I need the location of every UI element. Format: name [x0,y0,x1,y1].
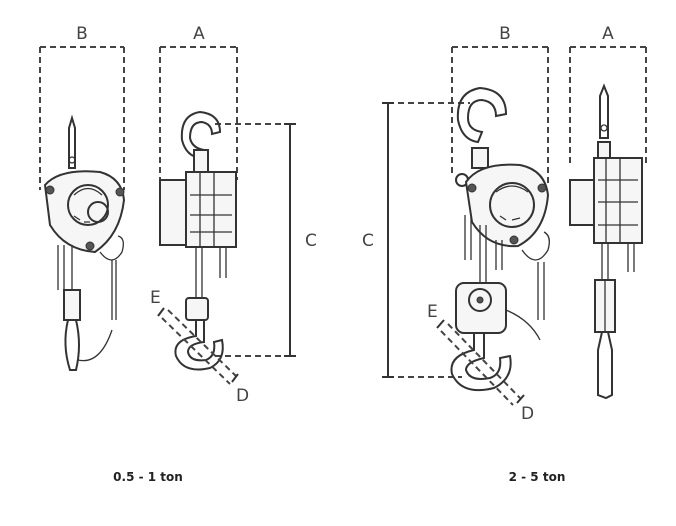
large-label-e: E [427,302,438,322]
small-label-d: D [236,386,249,406]
small-label-b: B [76,24,88,44]
large-hoist-caption: 2 - 5 ton [509,470,566,484]
small-label-e: E [150,288,161,308]
small-hoist-side-view [159,110,237,371]
small-hoist-group: B A C [39,24,317,484]
small-label-a: A [193,24,205,44]
large-dim-b: B [451,24,549,185]
large-hoist-front-view [450,86,550,392]
small-hoist-front-view [43,114,126,371]
small-dim-b: B [39,24,125,190]
large-label-b: B [499,24,511,44]
large-dim-d-e: E D [427,302,534,424]
small-dim-d-e: E D [150,288,249,406]
small-hoist-caption: 0.5 - 1 ton [113,470,183,484]
large-label-c: C [362,231,374,251]
small-dim-a: A [159,24,238,180]
large-dim-c: C [362,102,470,378]
large-hoist-side-view [569,83,643,400]
large-label-a: A [602,24,614,44]
large-hoist-group: B A C [362,24,647,484]
small-label-c: C [305,231,317,251]
large-dim-a: A [569,24,647,165]
large-label-d: D [521,404,534,424]
small-dim-c: C [215,123,317,357]
